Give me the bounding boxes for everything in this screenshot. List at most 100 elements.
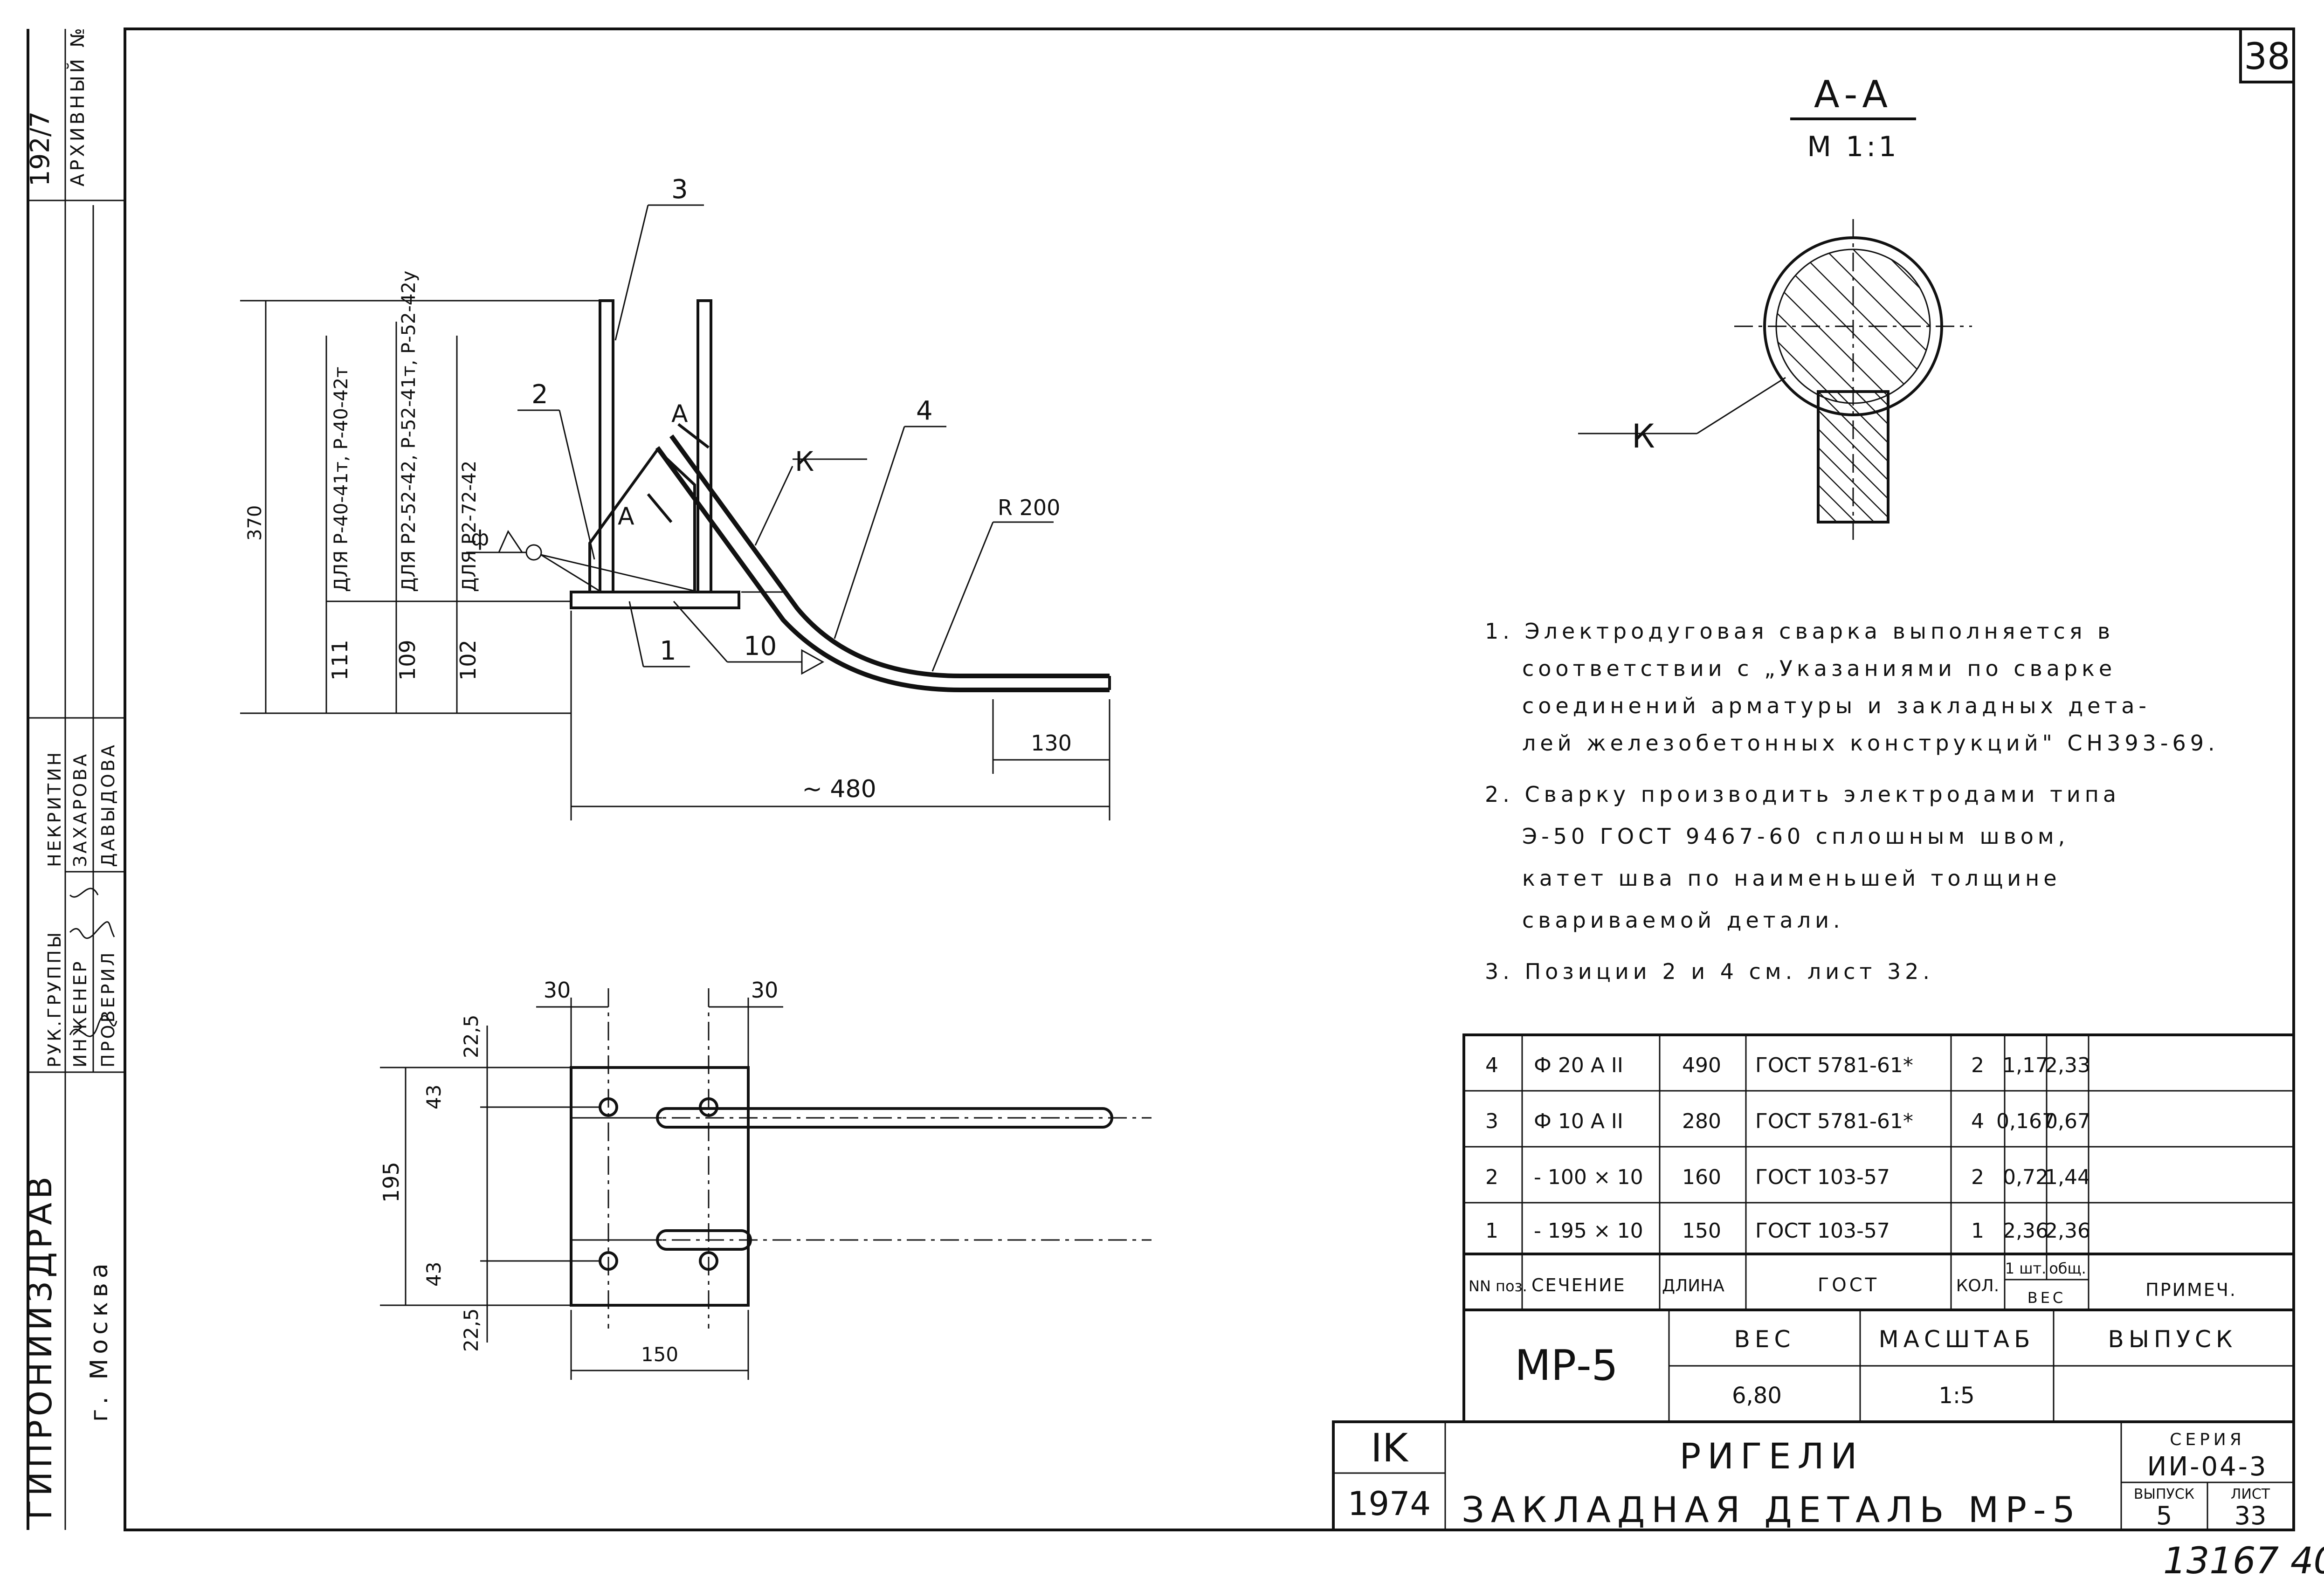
cell-w-total: 2,36 [2045, 1219, 2090, 1243]
detail-mark: МР-5 [1515, 1341, 1618, 1390]
plan-view: 30 30 22,5 43 195 43 22,5 150 [379, 978, 1152, 1380]
header-note: ПРИМЕЧ. [2145, 1280, 2237, 1300]
label-r72: ДЛЯ Р2-72-42 [459, 461, 480, 592]
plan-dim-30-left: 30 [544, 978, 571, 1003]
cell-qty: 4 [1971, 1109, 1984, 1133]
archive-value: 192/7 [25, 111, 55, 186]
list-value: 33 [2234, 1501, 2267, 1530]
archive-label: АРХИВНЫЙ № [66, 25, 89, 186]
phi-mark: ф [471, 525, 489, 551]
label-r52: ДЛЯ Р2-52-42, Р-52-41т, Р-52-42у [398, 271, 420, 592]
base-plate [570, 591, 740, 609]
dim-109: 109 [395, 640, 420, 681]
cell-pos: 2 [1485, 1165, 1498, 1189]
header-qty: КОЛ. [1956, 1276, 1999, 1295]
cell-pos: 1 [1485, 1219, 1498, 1243]
series-value: ИИ-04-3 [2147, 1452, 2268, 1482]
spec-table: 4 Ф 20 А II 490 ГОСТ 5781-61* 2 1,17 2,3… [1462, 1033, 2295, 1311]
plan-dim-a: 22,5 [460, 1014, 483, 1058]
title-line-1: РИГЕЛИ [1679, 1435, 1863, 1477]
header-gost: ГОСТ [1818, 1274, 1879, 1296]
plan-dim-d: 43 [422, 1262, 445, 1287]
cell-length: 490 [1682, 1054, 1721, 1077]
bent-bar [655, 446, 1110, 692]
note-line-4: лей железобетонных конструкций" СН393-69… [1522, 730, 2219, 756]
cell-gost: ГОСТ 5781-61* [1755, 1054, 1913, 1077]
table-row: 2 - 100 × 10 160 ГОСТ 103-57 2 0,72 1,44 [1485, 1165, 2090, 1189]
plan-dim-c: 195 [379, 1162, 404, 1203]
cell-section: - 100 × 10 [1534, 1165, 1643, 1189]
title-block: МР-5 ВЕС 6,80 МАСШТАБ 1:5 ВЫПУСК IK 1974… [1332, 1309, 2295, 1531]
plan-plate [570, 1066, 750, 1307]
note-line-3: соединений арматуры и закладных дета- [1522, 693, 2151, 718]
scale-label: МАСШТАБ [1879, 1326, 2035, 1353]
note-line-9: 3. Позиции 2 и 4 см. лист 32. [1485, 959, 1934, 984]
anchor-left [599, 299, 614, 593]
stamp-role-2: ИНЖЕНЕР [70, 959, 90, 1068]
vypusk-value: 5 [2156, 1501, 2172, 1530]
weld-mark-k: К [795, 446, 814, 477]
cell-length: 150 [1682, 1219, 1721, 1243]
header-weight: ВЕС [2027, 1289, 2066, 1307]
dim-tail: 130 [1031, 730, 1072, 756]
section-a-a: А-А М 1:1 К [1578, 73, 1972, 545]
stamp-name-3: ДАВЫДОВА [98, 743, 118, 867]
cell-w-total: 2,33 [2045, 1054, 2090, 1077]
cell-gost: ГОСТ 103-57 [1755, 1165, 1890, 1189]
gusset-plate [588, 448, 696, 592]
dim-height: 370 [244, 505, 266, 541]
cell-w-one: 2,36 [2003, 1219, 2048, 1243]
sheet-number: 38 [2244, 36, 2290, 78]
year: 1974 [1348, 1485, 1431, 1523]
notes: 1. Электродуговая сварка выполняется в с… [1485, 619, 2219, 984]
cell-w-one: 1,17 [2003, 1054, 2048, 1077]
table-row: 1 - 195 × 10 150 ГОСТ 103-57 1 2,36 2,36 [1485, 1219, 2090, 1243]
cell-w-total: 1,44 [2045, 1165, 2090, 1189]
callout-4: 4 [916, 396, 933, 426]
issue-label: ВЫПУСК [2108, 1326, 2237, 1353]
weight-label: ВЕС [1734, 1326, 1795, 1353]
archive-number: 13167 40 [2163, 1540, 2324, 1582]
plan-dim-e: 22,5 [460, 1308, 483, 1352]
cell-length: 280 [1682, 1109, 1721, 1133]
weight-value: 6,80 [1732, 1383, 1782, 1409]
note-line-5: 2. Сварку производить электродами типа [1485, 782, 2120, 807]
note-line-6: Э-50 ГОСТ 9467-60 сплошным швом, [1522, 824, 2069, 849]
section-title: А-А [1814, 73, 1892, 116]
left-stamp: АРХИВНЫЙ № 192/7 РУК.ГРУППЫ НЕКРИТИН ИНЖ… [21, 25, 125, 1530]
table-header: NN поз. СЕЧЕНИЕ ДЛИНА ГОСТ КОЛ. 1 шт. об… [1469, 1260, 2237, 1307]
plan-dim-30-right: 30 [751, 978, 779, 1003]
cell-length: 160 [1682, 1165, 1721, 1189]
cell-pos: 3 [1485, 1109, 1498, 1133]
cell-w-total: 0,67 [2045, 1109, 2090, 1133]
callout-2: 2 [531, 379, 548, 410]
section-mark-top: А [671, 400, 688, 428]
dim-102: 102 [455, 640, 481, 681]
table-row: 3 Ф 10 А II 280 ГОСТ 5781-61* 4 0,167 0,… [1485, 1109, 2090, 1133]
header-w-one: 1 шт. [2005, 1260, 2047, 1277]
plan-bar-bottom [656, 1229, 752, 1251]
cell-pos: 4 [1485, 1054, 1498, 1077]
plan-dim-width: 150 [641, 1343, 678, 1366]
vypusk-label: ВЫПУСК [2134, 1486, 2194, 1502]
table-row: 4 Ф 20 А II 490 ГОСТ 5781-61* 2 1,17 2,3… [1485, 1054, 2090, 1077]
stamp-role-3: ПРОВЕРИЛ [98, 950, 118, 1068]
stamp-name-2: ЗАХАРОВА [70, 752, 90, 867]
callout-1: 1 [660, 636, 676, 666]
stamp-city: г. Москва [85, 1259, 113, 1422]
cell-section: Ф 20 А II [1534, 1054, 1623, 1077]
stamp-role-1: РУК.ГРУППЫ [44, 930, 65, 1068]
header-length: ДЛИНА [1662, 1276, 1724, 1295]
section-mark-bottom: А [618, 503, 634, 530]
callout-10: 10 [744, 631, 777, 661]
code-ik: IK [1371, 1425, 1409, 1471]
cell-section: Ф 10 А II [1534, 1109, 1623, 1133]
label-r40: ДЛЯ Р-40-41т, Р-40-42т [331, 367, 352, 592]
dim-111: 111 [327, 640, 352, 681]
cell-qty: 2 [1971, 1054, 1984, 1077]
note-line-2: соответствии с „Указаниями по сварке [1522, 656, 2116, 681]
cell-gost: ГОСТ 103-57 [1755, 1219, 1890, 1243]
series-label: СЕРИЯ [2170, 1430, 2245, 1449]
stamp-org: ГИПРОНИИЗДРАВ [21, 1173, 59, 1520]
